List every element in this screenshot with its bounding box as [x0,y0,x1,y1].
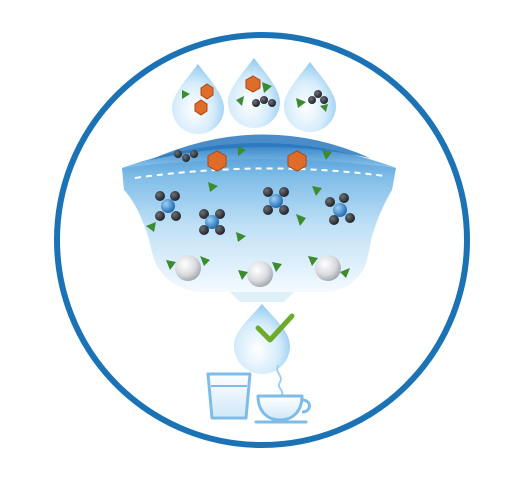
water-level-line [134,167,386,179]
filter-bowl-icon [122,134,396,302]
check-icon [255,313,295,343]
drop-with-contaminants-icon [172,64,224,134]
bowl-particles [146,182,322,242]
bowl-body [122,144,396,292]
filter-sphere [238,261,282,287]
clean-drop-checkmark-icon [234,304,295,374]
steaming-cup-icon [254,365,311,424]
drop-with-contaminants-icon [228,58,280,128]
filter-sphere [308,255,350,281]
molecule-cluster [325,193,355,225]
filter-sphere [166,255,210,281]
drop-with-contaminants-icon [284,62,336,132]
molecule-cluster [155,191,181,221]
steam-icon [276,365,284,395]
bowl-lid-top [150,134,370,160]
lid-contaminants [174,146,332,172]
molecule-cluster [199,209,225,235]
bowl-outlet [230,292,294,302]
molecule-cluster [263,187,289,215]
glass-icon [206,372,252,420]
outer-ring [54,32,470,448]
